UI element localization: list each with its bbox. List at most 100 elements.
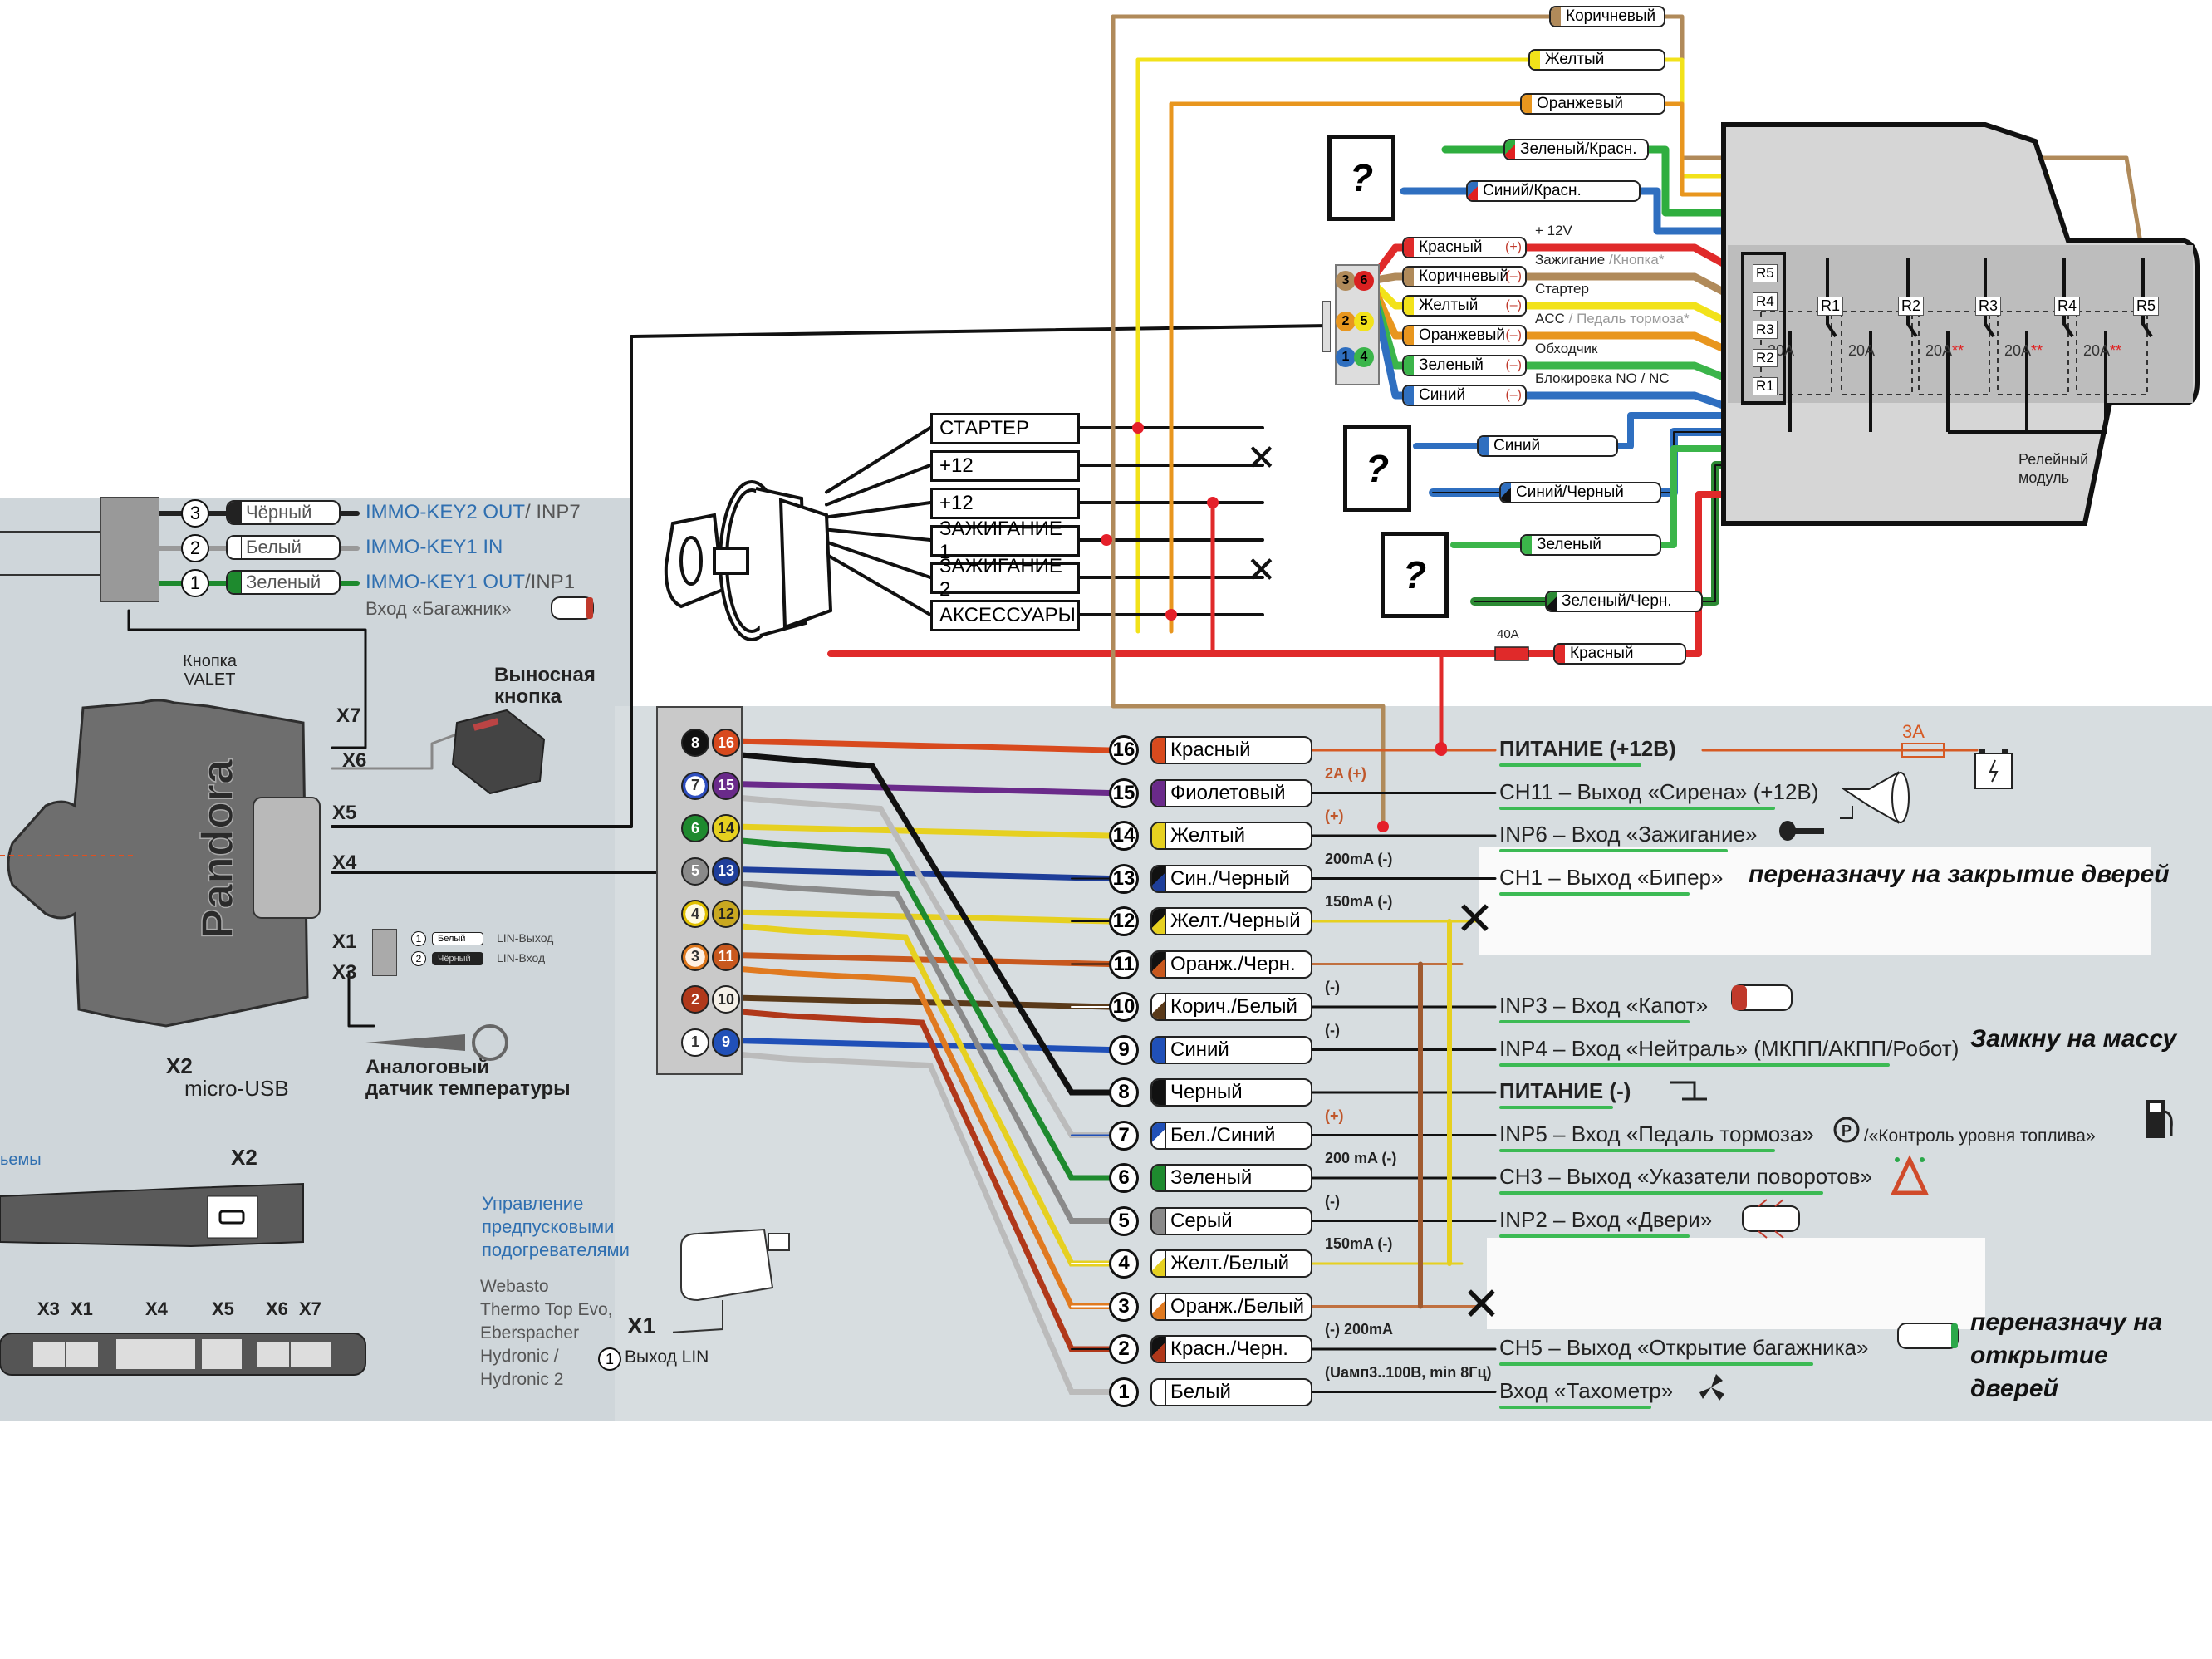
control-connector-latch: [1322, 301, 1331, 352]
relay-rating: 20A**: [1925, 342, 1964, 360]
main-connector-X1: X1: [332, 930, 357, 953]
green-underline: [1499, 1106, 1613, 1109]
main-connector-X7: X7: [336, 704, 361, 727]
pinout-wire-label: Желт./Черный: [1170, 910, 1301, 932]
pinout-function: CH11 – Выход «Сирена» (+12В): [1499, 779, 1818, 805]
relay-outline: [1918, 311, 1990, 395]
x4-harness-wire: [732, 866, 1112, 881]
relay-bottom-wire-tag: Зеленый/Черн.: [1545, 591, 1703, 612]
relay-coil-label: R4: [1753, 292, 1778, 311]
function-text: Стартер: [1535, 281, 1589, 297]
relay-coil-label: R5: [1753, 264, 1778, 282]
pinout-wire-tag: Серый: [1150, 1206, 1312, 1235]
wire-tag-label: Желтый: [1545, 51, 1605, 68]
relay-contact: [2062, 258, 2074, 338]
temp-sensor-wire: [347, 970, 375, 1028]
wire-color-swatch: [228, 502, 242, 523]
wire-color-swatch: [1152, 1293, 1166, 1319]
cut-x-mark: ✕: [1455, 892, 1494, 946]
note-door-lock: переназначу на закрытие дверей: [1749, 861, 2170, 888]
immo-signal-extra: / INP7: [525, 501, 581, 523]
wire-tag-4: Зеленый/Красн.: [1503, 139, 1649, 160]
pinout-rating: 150mA (-): [1325, 1235, 1393, 1252]
pinout-rating: (-): [1325, 1192, 1340, 1210]
siren-icon: [1840, 771, 1910, 824]
green-underline: [1499, 1020, 1690, 1023]
wire-color-swatch: [1522, 536, 1532, 554]
x4-pin-9: 9: [712, 1028, 740, 1057]
x4-pin-7: 7: [681, 771, 709, 800]
relay-outline: [1997, 311, 2069, 395]
function-text: Обходчик: [1535, 341, 1598, 356]
pinout-wire-tag: Желт./Черный: [1150, 907, 1312, 935]
relay-outline: [2076, 311, 2148, 395]
immo-wire-label: Зеленый: [246, 572, 321, 592]
bottom-connector-X5: X5: [212, 1298, 234, 1319]
pinout-function: CH5 – Выход «Открытие багажника»: [1499, 1335, 1868, 1361]
control-wire-polarity: (+): [1505, 240, 1522, 254]
control-wire-polarity: (–): [1505, 298, 1522, 312]
x4-pin-12: 12: [712, 900, 740, 928]
preheater-x1-label: X1: [627, 1313, 656, 1338]
x2-side-label: X2: [231, 1145, 257, 1170]
junction-dot: [1132, 422, 1144, 434]
pinout-function: ПИТАНИЕ (-): [1499, 1078, 1631, 1104]
pinout-rating: (-) 200mA: [1325, 1321, 1394, 1338]
unit-connector-view: [0, 1333, 366, 1376]
valet-label-line1: Кнопка: [183, 652, 237, 670]
x4-pin-14: 14: [712, 814, 740, 842]
trunk-input-label: Вход «Багажник»: [365, 598, 512, 619]
x4-pin-13: 13: [712, 856, 740, 886]
ground-icon: [1670, 1081, 1707, 1101]
relay-rating-value: 20A: [2083, 342, 2111, 359]
remote-button-icon: [451, 709, 546, 795]
pinout-function: CH3 – Выход «Указатели поворотов»: [1499, 1164, 1872, 1190]
wire-tag-label: Зеленый/Красн.: [1520, 140, 1637, 158]
immo-connector-body: [100, 497, 159, 602]
power-fuse-label: 3A: [1902, 721, 1925, 742]
temp-sensor-icon: [365, 1024, 508, 1061]
key-icon: [1779, 821, 1824, 841]
disconnected-x-mark: ✕: [1246, 549, 1277, 591]
wire-color-swatch: [1152, 1166, 1166, 1190]
control-pin-4: 4: [1354, 347, 1374, 367]
relay-rating-mark: **: [2110, 342, 2122, 359]
pinout-wire-tag: Черный: [1150, 1078, 1312, 1107]
wire-color-swatch: [1152, 1208, 1166, 1234]
pinout-number: 15: [1109, 778, 1139, 808]
control-wire-polarity: (–): [1505, 328, 1522, 342]
ignition-terminal-1: СТАРТЕР: [930, 413, 1080, 444]
wire-color-swatch: [1404, 326, 1414, 345]
pinout-function-text: INP4 – Вход «Нейтраль» (МКПП/АКПП/Робот): [1499, 1035, 1959, 1061]
function-extra-text: /Кнопка*: [1605, 252, 1665, 268]
control-wire-tag: Оранжевый(–): [1402, 325, 1527, 346]
relay-contact: [1984, 258, 1995, 338]
wire-tag-label: Синий/Красн.: [1483, 182, 1582, 199]
function-text: + 12V: [1535, 223, 1572, 238]
green-underline: [1499, 1234, 1690, 1238]
pinout-number: 10: [1109, 992, 1139, 1022]
x4-harness-wire: [690, 748, 1112, 1096]
pinout-number: 7: [1109, 1120, 1139, 1151]
relay-bottom-wire-tag: Зеленый: [1520, 534, 1661, 556]
wire-color-swatch: [1555, 645, 1565, 663]
main-connector-X6: X6: [342, 749, 367, 772]
relay-bottom-wire-label: Зеленый: [1537, 536, 1601, 553]
x4-pin-1: 1: [681, 1028, 709, 1057]
relay-coil-label: R2: [1753, 349, 1778, 367]
pinout-function-extra: /«Контроль уровня топлива»: [1863, 1126, 2096, 1146]
pinout-wire-label: Оранж./Черн.: [1170, 952, 1296, 975]
x4-harness-wire: [732, 1038, 1112, 1053]
relay-common-bus: [1948, 331, 2107, 434]
pinout-rating: (Uамп3..100В, min 8Гц): [1325, 1363, 1492, 1381]
control-wire-polarity: (–): [1505, 269, 1522, 283]
control-wire-label: Красный: [1419, 238, 1483, 256]
x4-harness-wire: [732, 823, 1112, 839]
preheater-title-line1: Управление: [482, 1193, 584, 1214]
wire-color-swatch: [1152, 1251, 1166, 1276]
preheater-model: Thermo Top Evo,: [480, 1300, 613, 1319]
relay-rating-value: 20A: [1848, 342, 1876, 359]
control-wire-function: Зажигание /Кнопка*: [1535, 252, 1665, 268]
immo-signal-label: IMMO-KEY2 OUT/ INP7: [365, 501, 581, 524]
control-wire-function: Обходчик: [1535, 341, 1598, 357]
